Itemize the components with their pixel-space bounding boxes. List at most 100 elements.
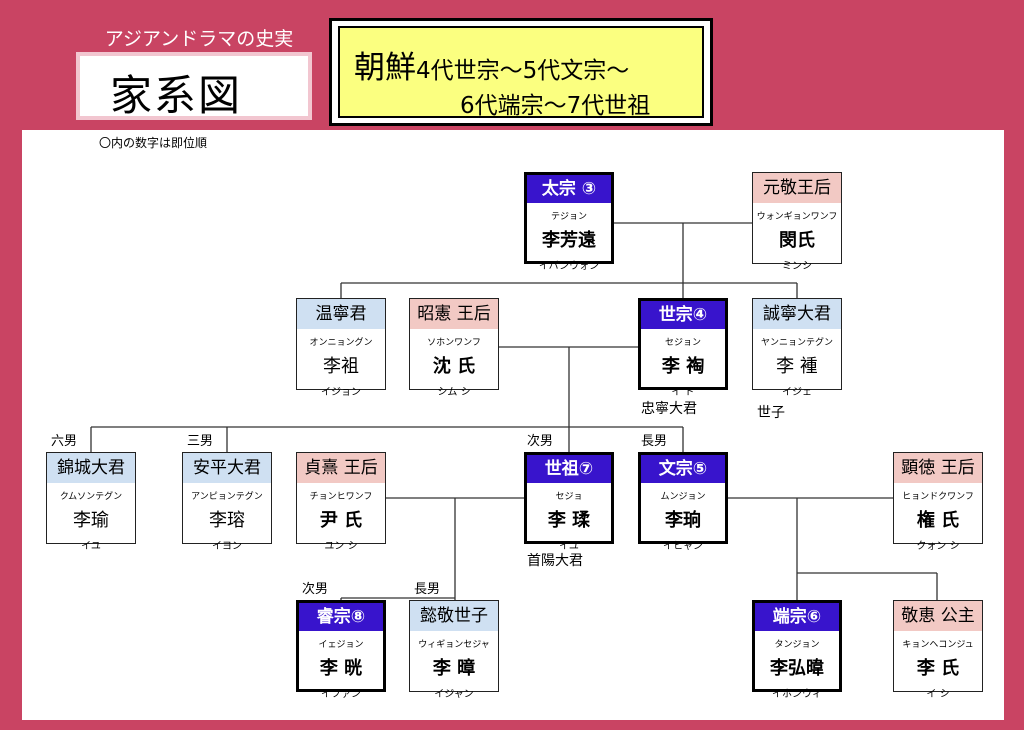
title-box: 家系図 [76, 52, 312, 120]
card-title: 温寧君 [297, 299, 385, 329]
person-card-uigyeong: 懿敬世子 ウィギョンセジャ 李 暲 イジャン [409, 600, 499, 700]
page-title: 家系図 [110, 71, 243, 120]
person-card-geumseong: 錦城大君 クムソンテグン 李瑜 イユ [46, 452, 136, 552]
headline-box: 朝鮮4代世宗～5代文宗～ 6代端宗～7代世祖 [329, 18, 713, 126]
card-romaji: イヨン [212, 541, 242, 552]
sejo-alias: 首陽大君 [527, 553, 583, 569]
card-kana: テジョン [550, 212, 587, 222]
card-kana: タンジョン [774, 640, 820, 650]
card-kana: イェジョン [318, 640, 364, 650]
card-romaji: イ ド [671, 387, 695, 398]
legend-note: 〇内の数字は即位順 [99, 136, 208, 150]
card-romaji: イファン [321, 689, 361, 700]
card-name: 尹 氏 [319, 510, 363, 531]
person-card-jeonghui: 貞熹 王后 チョンヒワンフ 尹 氏 ユン シ [296, 452, 386, 552]
person-card-wongyeong: 元敬王后 ウォンギョンワンフ 閔氏 ミンシ [752, 172, 842, 272]
card-name: 李 暲 [432, 658, 476, 679]
person-card-onnyeong: 温寧君 オンニョングン 李袓 イジョン [296, 298, 386, 398]
card-title: 誠寧大君 [753, 299, 841, 329]
rank-label: 六男 [51, 434, 78, 449]
person-card-soheon: 昭憲 王后 ソホンワンフ 沈 氏 シム シ [409, 298, 499, 398]
card-kana: ソホンワンフ [427, 338, 481, 348]
card-kana: ヤンニョンテグン [760, 338, 833, 348]
person-card-anpyeong: 安平大君 アンピョンテグン 李瑢 イヨン [182, 452, 272, 552]
card-name: 李 祹 [661, 356, 705, 377]
rank-label: 三男 [187, 434, 214, 449]
card-title: 元敬王后 [753, 173, 841, 203]
card-name: 沈 氏 [432, 356, 476, 377]
person-card-gyeonghye: 敬恵 公主 キョンヘコンジュ 李 氏 イ シ [893, 600, 983, 700]
card-name: 李弘暐 [770, 658, 824, 679]
card-romaji: イジャン [434, 689, 474, 700]
rank-label: 長男 [414, 582, 441, 597]
card-title: 昭憲 王后 [410, 299, 498, 329]
card-kana: チョンヒワンフ [309, 492, 373, 502]
card-romaji: イジェ [782, 387, 812, 398]
card-name: 李 瑈 [547, 510, 591, 531]
card-title: 顕徳 王后 [894, 453, 982, 483]
card-kana: ムンジョン [660, 492, 706, 502]
card-title: 文宗⑤ [641, 455, 725, 483]
card-kana: ヒョンドクワンフ [902, 492, 974, 502]
kingdom-name: 朝鮮 [354, 50, 416, 86]
card-romaji: シム シ [437, 387, 471, 398]
card-romaji: イユ [559, 541, 579, 552]
card-title: 錦城大君 [47, 453, 135, 483]
card-kana: オンニョングン [309, 338, 373, 348]
person-card-munjong: 文宗⑤ ムンジョン 李珦 イヒャン [638, 452, 728, 552]
card-name: 李 氏 [916, 658, 960, 679]
card-title: 睿宗⑧ [299, 603, 383, 631]
card-title: 敬恵 公主 [894, 601, 982, 631]
card-romaji: ミンシ [782, 261, 812, 272]
card-title: 懿敬世子 [410, 601, 498, 631]
card-title: 貞熹 王后 [297, 453, 385, 483]
headline-reigns-1: 4代世宗～5代文宗～ [416, 58, 630, 84]
headline-inner: 朝鮮4代世宗～5代文宗～ 6代端宗～7代世祖 [338, 26, 704, 119]
card-name: 李瑜 [73, 510, 109, 531]
card-romaji: イユ [81, 541, 101, 552]
card-kana: ウォンギョンワンフ [756, 212, 838, 222]
card-romaji: イ シ [926, 689, 950, 700]
card-kana: セジョン [664, 338, 701, 348]
person-card-hyeondeok: 顕徳 王后 ヒョンドクワンフ 権 氏 クォン シ [893, 452, 983, 552]
card-kana: キョンヘコンジュ [902, 640, 974, 650]
card-name: 李芳遠 [542, 230, 596, 251]
card-kana: クムソンテグン [59, 492, 123, 502]
rank-label: 次男 [527, 434, 554, 449]
card-title: 太宗 ③ [527, 175, 611, 203]
card-title: 端宗⑥ [755, 603, 839, 631]
card-title: 世宗④ [641, 301, 725, 329]
card-romaji: ユン シ [324, 541, 358, 552]
person-card-seongnyeong: 誠寧大君 ヤンニョンテグン 李 褈 イジェ [752, 298, 842, 398]
headline-line2: 6代端宗～7代世祖 [460, 93, 651, 119]
seongnyeong-alias: 世子 [757, 405, 785, 421]
card-name: 李珦 [665, 510, 701, 531]
rank-label: 次男 [302, 582, 329, 597]
person-card-danjong: 端宗⑥ タンジョン 李弘暐 イホンウィ [752, 600, 842, 700]
card-title: 安平大君 [183, 453, 271, 483]
sejong-alias: 忠寧大君 [641, 401, 697, 417]
card-name: 李 晄 [319, 658, 363, 679]
person-card-sejong: 世宗④ セジョン 李 祹 イ ド [638, 298, 728, 398]
card-romaji: イジョン [321, 387, 361, 398]
card-kana: アンピョンテグン [191, 492, 263, 502]
card-name: 李袓 [323, 356, 359, 377]
person-card-yejong: 睿宗⑧ イェジョン 李 晄 イファン [296, 600, 386, 700]
card-name: 李瑢 [209, 510, 245, 531]
person-card-taejong: 太宗 ③ テジョン 李芳遠 イバンウォン [524, 172, 614, 272]
person-card-sejo: 世祖⑦ セジョ 李 瑈 イユ [524, 452, 614, 552]
card-kana: セジョ [555, 492, 583, 502]
card-romaji: イホンウィ [772, 689, 822, 700]
card-romaji: クォン シ [916, 541, 960, 552]
card-name: 権 氏 [916, 510, 960, 531]
card-title: 世祖⑦ [527, 455, 611, 483]
card-kana: ウィギョンセジャ [418, 640, 490, 650]
card-name: 李 褈 [776, 356, 818, 377]
site-name: アジアンドラマの史実 [104, 28, 294, 50]
rank-label: 長男 [641, 434, 668, 449]
card-romaji: イバンウォン [538, 261, 600, 272]
card-name: 閔氏 [779, 230, 815, 251]
card-romaji: イヒャン [663, 541, 703, 552]
headline-line1: 朝鮮4代世宗～5代文宗～ [354, 42, 629, 87]
